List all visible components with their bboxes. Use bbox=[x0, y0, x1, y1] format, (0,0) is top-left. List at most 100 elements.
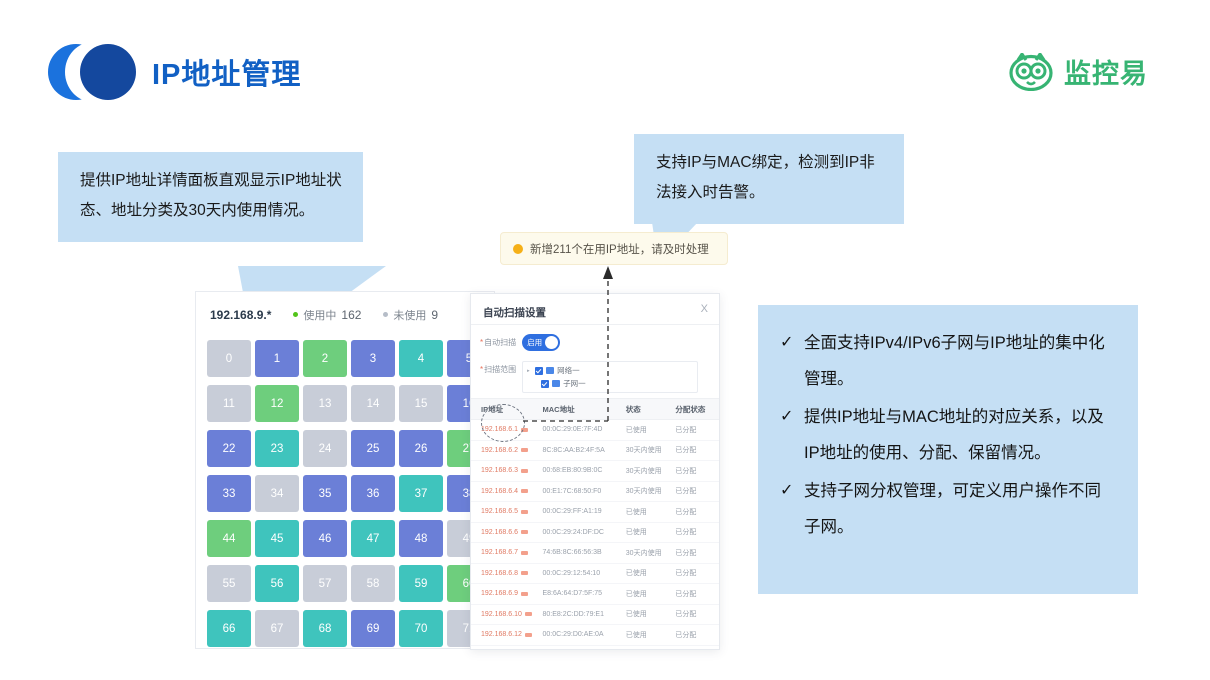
toggle-knob bbox=[545, 336, 559, 349]
cell-ip: 192.168.6.12 bbox=[471, 631, 542, 638]
ip-conflict-flag-icon bbox=[520, 550, 528, 555]
ip-cell[interactable]: 47 bbox=[351, 520, 395, 557]
ip-cell[interactable]: 44 bbox=[207, 520, 251, 557]
autoscan-toggle[interactable]: 启用 bbox=[522, 334, 561, 351]
ip-cell[interactable]: 70 bbox=[399, 610, 443, 647]
autoscan-field: 自动扫描 启用 bbox=[480, 334, 561, 351]
ip-cell[interactable]: 67 bbox=[255, 610, 299, 647]
cell-ip: 192.168.6.7 bbox=[471, 549, 542, 556]
cell-ip: 192.168.6.8 bbox=[471, 570, 542, 577]
ip-cell[interactable]: 59 bbox=[399, 565, 443, 602]
ip-cell[interactable]: 23 bbox=[255, 430, 299, 467]
notification-banner[interactable]: 新增211个在用IP地址，请及时处理 bbox=[500, 232, 728, 265]
ip-cell[interactable]: 3 bbox=[351, 340, 395, 377]
cell-status: 已使用 bbox=[625, 426, 647, 434]
ip-cell[interactable]: 68 bbox=[303, 610, 347, 647]
ip-cell[interactable]: 34 bbox=[255, 475, 299, 512]
notification-text: 新增211个在用IP地址，请及时处理 bbox=[530, 243, 709, 256]
legend-label: 使用中 bbox=[303, 309, 337, 322]
legend-value: 9 bbox=[431, 307, 439, 322]
tree-node[interactable]: ▸ 网络一 bbox=[527, 365, 693, 376]
cell-alloc-status: 已分配 bbox=[675, 426, 697, 434]
cell-status: 已使用 bbox=[625, 570, 647, 578]
check-icon: ✓ bbox=[780, 408, 794, 425]
scan-range-tree[interactable]: ▸ 网络一 子网一 bbox=[522, 361, 699, 393]
column-header-alloc: 分配状态 bbox=[675, 404, 706, 414]
ip-cell[interactable]: 22 bbox=[207, 430, 251, 467]
cell-ip: 192.168.6.6 bbox=[471, 529, 542, 536]
ip-conflict-flag-icon bbox=[520, 427, 528, 432]
highlight-circle-annotation bbox=[481, 404, 525, 442]
feature-item: ✓ 全面支持IPv4/IPv6子网与IP地址的集中化管理。 bbox=[780, 325, 1112, 397]
ip-cell[interactable]: 4 bbox=[399, 340, 443, 377]
cell-mac: 00:0C:29:D0:AE:0A bbox=[542, 631, 604, 639]
ip-cell[interactable]: 13 bbox=[303, 385, 347, 422]
legend-in-use[interactable]: 使用中 162 bbox=[293, 307, 361, 323]
chevron-right-icon[interactable]: ▸ bbox=[527, 367, 530, 374]
ip-cell[interactable]: 14 bbox=[351, 385, 395, 422]
ip-cell[interactable]: 48 bbox=[399, 520, 443, 557]
cell-mac: E8:6A:64:D7:5F:75 bbox=[542, 590, 603, 598]
feature-text: 支持子网分权管理，可定义用户操作不同子网。 bbox=[804, 482, 1101, 536]
cell-mac: 00:E1:7C:68:50:F0 bbox=[542, 487, 602, 495]
ip-conflict-flag-icon bbox=[520, 448, 528, 453]
ip-cell[interactable]: 11 bbox=[207, 385, 251, 422]
ip-cell[interactable]: 26 bbox=[399, 430, 443, 467]
checkbox[interactable] bbox=[541, 379, 550, 388]
legend-unused[interactable]: 未使用 9 bbox=[383, 307, 438, 323]
ip-cell[interactable]: 66 bbox=[207, 610, 251, 647]
folder-icon bbox=[546, 367, 555, 374]
ip-conflict-flag-icon bbox=[520, 468, 528, 473]
ip-cell[interactable]: 12 bbox=[255, 385, 299, 422]
column-header-mac: MAC地址 bbox=[542, 404, 575, 414]
ip-cell[interactable]: 58 bbox=[351, 565, 395, 602]
ip-cell[interactable]: 15 bbox=[399, 385, 443, 422]
folder-icon bbox=[552, 380, 561, 387]
table-row[interactable]: 192.168.6.1480:E8:2C:DD:78:20已使用已分配 bbox=[471, 646, 719, 650]
cell-alloc-status: 已分配 bbox=[675, 508, 697, 516]
ip-cell[interactable]: 69 bbox=[351, 610, 395, 647]
ip-cell[interactable]: 36 bbox=[351, 475, 395, 512]
close-icon[interactable]: X bbox=[700, 303, 708, 315]
cell-alloc-status: 已分配 bbox=[675, 488, 697, 496]
legend-value: 162 bbox=[341, 307, 362, 322]
feature-item: ✓ 提供IP地址与MAC地址的对应关系，以及IP地址的使用、分配、保留情况。 bbox=[780, 399, 1112, 471]
ip-cell[interactable]: 1 bbox=[255, 340, 299, 377]
cell-ip: 192.168.6.10 bbox=[471, 611, 542, 618]
ip-cell[interactable]: 45 bbox=[255, 520, 299, 557]
ip-cell[interactable]: 2 bbox=[303, 340, 347, 377]
cell-mac: 80:E8:2C:DD:79:E1 bbox=[542, 610, 604, 618]
ip-cell[interactable]: 33 bbox=[207, 475, 251, 512]
ip-cell[interactable]: 55 bbox=[207, 565, 251, 602]
ip-cell[interactable]: 46 bbox=[303, 520, 347, 557]
ip-cell[interactable]: 0 bbox=[207, 340, 251, 377]
ip-cell[interactable]: 56 bbox=[255, 565, 299, 602]
ip-cell[interactable]: 24 bbox=[303, 430, 347, 467]
cell-status: 30天内使用 bbox=[625, 549, 662, 557]
ip-cell[interactable]: 35 bbox=[303, 475, 347, 512]
cell-status: 已使用 bbox=[625, 508, 647, 516]
ip-cell[interactable]: 25 bbox=[351, 430, 395, 467]
check-icon: ✓ bbox=[780, 334, 794, 351]
checkbox[interactable] bbox=[535, 366, 544, 375]
ip-cell[interactable]: 37 bbox=[399, 475, 443, 512]
feature-text: 全面支持IPv4/IPv6子网与IP地址的集中化管理。 bbox=[804, 334, 1105, 388]
tree-node[interactable]: 子网一 bbox=[527, 378, 693, 389]
cell-alloc-status: 已分配 bbox=[675, 590, 697, 598]
callout-right: 支持IP与MAC绑定，检测到IP非法接入时告警。 bbox=[634, 134, 904, 224]
ip-cell[interactable]: 57 bbox=[303, 565, 347, 602]
legend-dot-icon bbox=[293, 312, 299, 317]
scan-range-field: 扫描范围 ▸ 网络一 子网一 bbox=[480, 361, 699, 393]
